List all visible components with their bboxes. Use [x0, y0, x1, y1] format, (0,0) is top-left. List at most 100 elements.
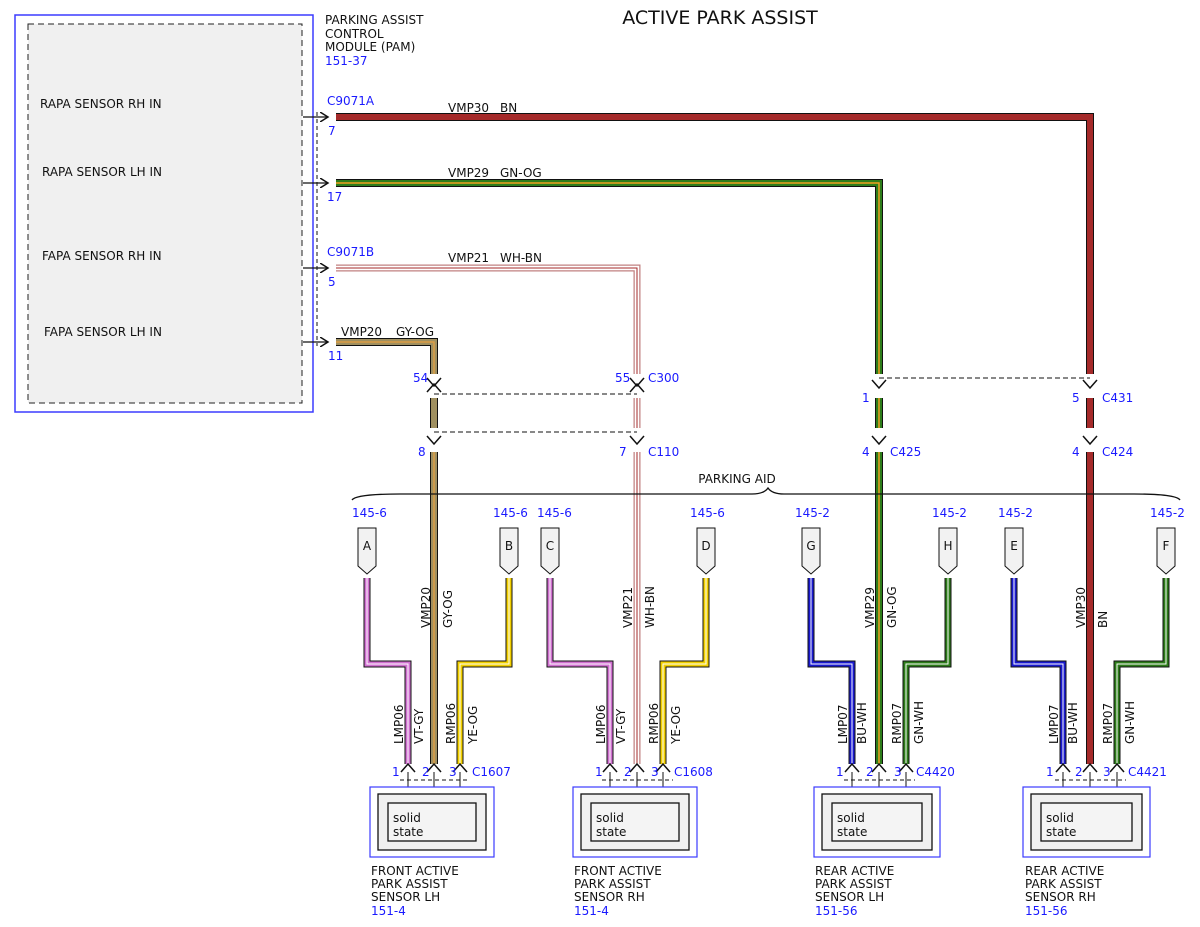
state-1: state	[393, 825, 423, 839]
module-input-fapa-rh: FAPA SENSOR RH IN	[42, 249, 162, 263]
pin-5: 5	[328, 275, 336, 289]
pin-4-c424: 4	[1072, 445, 1080, 459]
module-body	[27, 23, 303, 404]
diagram-title: ACTIVE PARK ASSIST	[622, 7, 818, 29]
label-rmp06-2: RMP06	[647, 703, 661, 744]
pin-11: 11	[328, 349, 343, 363]
pin-1-c4421: 1	[1046, 765, 1054, 779]
letter-h: H	[943, 539, 952, 553]
state-3: state	[837, 825, 867, 839]
parking-aid-bracket	[351, 486, 1181, 501]
letter-d: D	[701, 539, 710, 553]
module-ref: 151-37	[325, 54, 368, 68]
pin-2-c1608: 2	[624, 765, 632, 779]
label-lmp06-2: LMP06	[594, 704, 608, 744]
sensor-group-front-lh	[357, 527, 519, 858]
connector-c424: C424	[1102, 445, 1133, 459]
ref-b: 145-6	[493, 506, 528, 520]
letter-c: C	[546, 539, 554, 553]
connector-c4421: C4421	[1128, 765, 1167, 779]
label-vmp29: VMP29	[448, 166, 489, 180]
label-vmp29-vert: VMP29	[863, 587, 877, 628]
label-vmp20: VMP20	[341, 325, 382, 339]
pin-17: 17	[327, 190, 342, 204]
connector-c9071a: C9071A	[327, 94, 375, 108]
pin-1-c1607: 1	[392, 765, 400, 779]
parking-aid-label: PARKING AID	[698, 472, 776, 486]
ref-d: 145-6	[690, 506, 725, 520]
pin-54: 54	[413, 371, 428, 385]
sensor-group-rear-lh	[801, 527, 958, 858]
sensor-2-ref: 151-4	[574, 904, 609, 918]
pin-7-c110: 7	[619, 445, 627, 459]
module-input-rapa-rh: RAPA SENSOR RH IN	[40, 97, 162, 111]
sensor-4-name-3: SENSOR RH	[1025, 890, 1096, 904]
pin-2-c4420: 2	[866, 765, 874, 779]
letter-f: F	[1163, 539, 1170, 553]
inline-connectors-left	[426, 377, 645, 446]
letter-g: G	[806, 539, 815, 553]
label-lmp07-1: LMP07	[836, 704, 850, 744]
label-gyog-vert: GY-OG	[441, 590, 455, 628]
sensor-1-ref: 151-4	[371, 904, 406, 918]
label-gnog: GN-OG	[500, 166, 542, 180]
solid-3: solid	[837, 811, 865, 825]
wire-vmp30-bn	[336, 113, 1094, 764]
label-gnwh-1: GN-WH	[912, 701, 926, 744]
label-gyog: GY-OG	[396, 325, 434, 339]
connector-c110: C110	[648, 445, 679, 459]
sensor-2-name-3: SENSOR RH	[574, 890, 645, 904]
pin-55: 55	[615, 371, 630, 385]
ref-h: 145-2	[932, 506, 967, 520]
connector-c1608: C1608	[674, 765, 713, 779]
pam-module: RAPA SENSOR RH IN RAPA SENSOR LH IN FAPA…	[14, 13, 424, 413]
sensor-1-name-1: FRONT ACTIVE	[371, 864, 459, 878]
sensor-3-name-2: PARK ASSIST	[815, 877, 892, 891]
label-whbn: WH-BN	[500, 251, 542, 265]
label-whbn-vert: WH-BN	[643, 586, 657, 628]
pin-2-c4421: 2	[1075, 765, 1083, 779]
wire-vmp21-whbn	[336, 264, 641, 764]
pin-4-c425: 4	[862, 445, 870, 459]
solid-1: solid	[393, 811, 421, 825]
state-2: state	[596, 825, 626, 839]
pin-2-c1607: 2	[422, 765, 430, 779]
label-lmp07-2: LMP07	[1047, 704, 1061, 744]
pin-3-c4420: 3	[894, 765, 902, 779]
pin-5-c431: 5	[1072, 391, 1080, 405]
wire-vmp20-gyog	[336, 338, 438, 764]
solid-2: solid	[596, 811, 624, 825]
sensor-4-name-2: PARK ASSIST	[1025, 877, 1102, 891]
sensor-4-name-1: REAR ACTIVE	[1025, 864, 1104, 878]
label-buwh-2: BU-WH	[1066, 702, 1080, 744]
module-input-fapa-lh: FAPA SENSOR LH IN	[44, 325, 162, 339]
pin-1-c4420: 1	[836, 765, 844, 779]
pin-1-c1608: 1	[595, 765, 603, 779]
letter-b: B	[505, 539, 513, 553]
letter-a: A	[363, 539, 372, 553]
ref-g: 145-2	[795, 506, 830, 520]
sensor-group-rear-rh	[1004, 527, 1176, 858]
connector-c4420: C4420	[916, 765, 955, 779]
label-gnwh-2: GN-WH	[1123, 701, 1137, 744]
label-yeog-1: YE-OG	[466, 706, 480, 745]
letter-e: E	[1010, 539, 1018, 553]
label-buwh-1: BU-WH	[855, 702, 869, 744]
label-bn: BN	[500, 101, 517, 115]
label-vtgy-1: VT-GY	[412, 708, 426, 744]
sensor-3-name-1: REAR ACTIVE	[815, 864, 894, 878]
label-vmp30: VMP30	[448, 101, 489, 115]
ref-c: 145-6	[537, 506, 572, 520]
sensor-4-ref: 151-56	[1025, 904, 1068, 918]
label-vmp20-vert: VMP20	[419, 587, 433, 628]
label-vmp21: VMP21	[448, 251, 489, 265]
sensor-2-name-2: PARK ASSIST	[574, 877, 651, 891]
connector-c425: C425	[890, 445, 921, 459]
module-name-line-1: PARKING ASSIST	[325, 13, 424, 27]
label-lmp06-1: LMP06	[392, 704, 406, 744]
inline-connectors-right	[871, 377, 1098, 446]
label-yeog-2: YE-OG	[669, 706, 683, 745]
sensor-1-name-2: PARK ASSIST	[371, 877, 448, 891]
